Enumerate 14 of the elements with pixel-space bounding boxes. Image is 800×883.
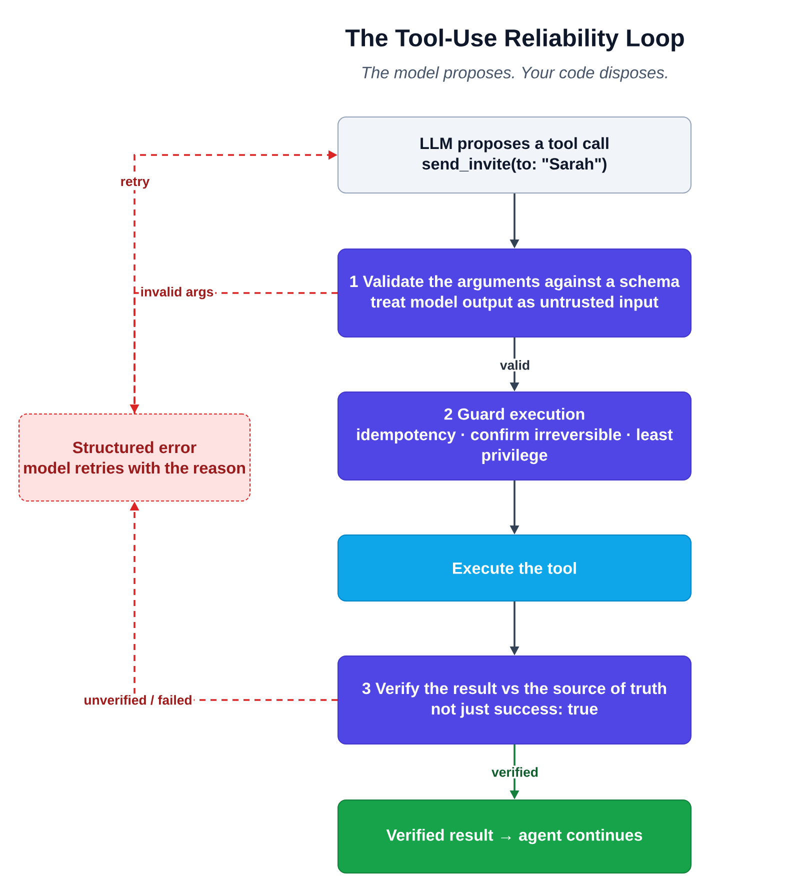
subtitle: The model proposes. Your code disposes. — [362, 66, 667, 82]
title: The Tool-Use Reliability Loop — [345, 28, 684, 52]
error-box: Structured error model retries with the reason — [18, 414, 250, 502]
process-box: Verified result → agent continues — [338, 800, 692, 874]
process-box: LLM proposes a tool call send_invite(to: "Sarah") — [338, 116, 692, 194]
edge-label: valid — [498, 358, 532, 372]
process-box: 3 Verify the result vs the source of truth not just success: true — [338, 656, 692, 744]
edge-label: verified — [490, 766, 540, 778]
process-box: 1 Validate the arguments against a schema treat model output as untrusted input — [338, 248, 692, 338]
edge-label: unverified / failed — [82, 694, 194, 706]
process-box: Execute the tool — [338, 534, 692, 602]
edge-label: retry — [118, 176, 152, 190]
edge-label: invalid args — [138, 285, 216, 301]
process-box: 2 Guard execution idempotency · confirm irreversible · least privilege — [338, 392, 692, 480]
